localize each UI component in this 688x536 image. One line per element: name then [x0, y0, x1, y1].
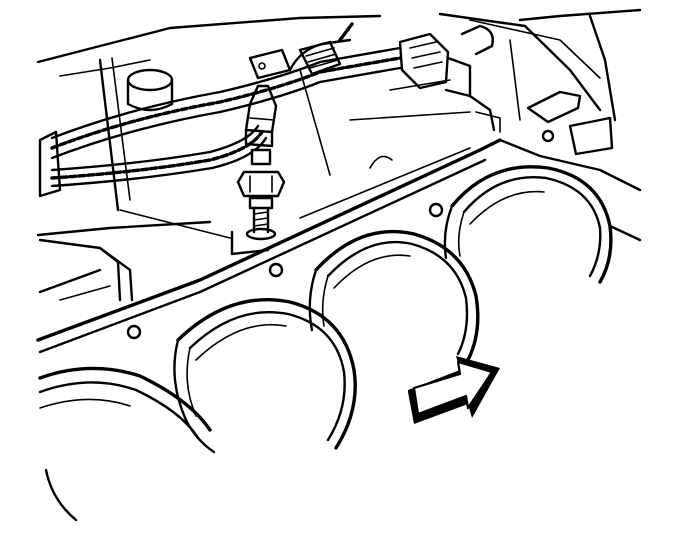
- right-connector: [398, 24, 501, 133]
- cylinder-bore-1: [38, 366, 212, 522]
- engine-block-background: [36, 8, 642, 302]
- sensor-assembly: [230, 84, 286, 256]
- sensor-body: [236, 148, 286, 241]
- bolt-hole: [126, 324, 142, 340]
- bolt-hole: [428, 202, 444, 218]
- filler-cap: [126, 68, 174, 112]
- front-direction-arrow-icon: [408, 356, 500, 424]
- wiring-harness: [38, 22, 501, 198]
- cylinder-bore-2: [173, 298, 357, 454]
- head-gasket: [36, 138, 642, 522]
- sensor-connector-plug: [244, 84, 278, 148]
- bolt-hole: [268, 262, 284, 278]
- cylinder-bore-3: [308, 229, 480, 362]
- cylinder-bore-4: [443, 165, 642, 284]
- right-bracket: [526, 90, 614, 156]
- harness-connector: [248, 40, 342, 80]
